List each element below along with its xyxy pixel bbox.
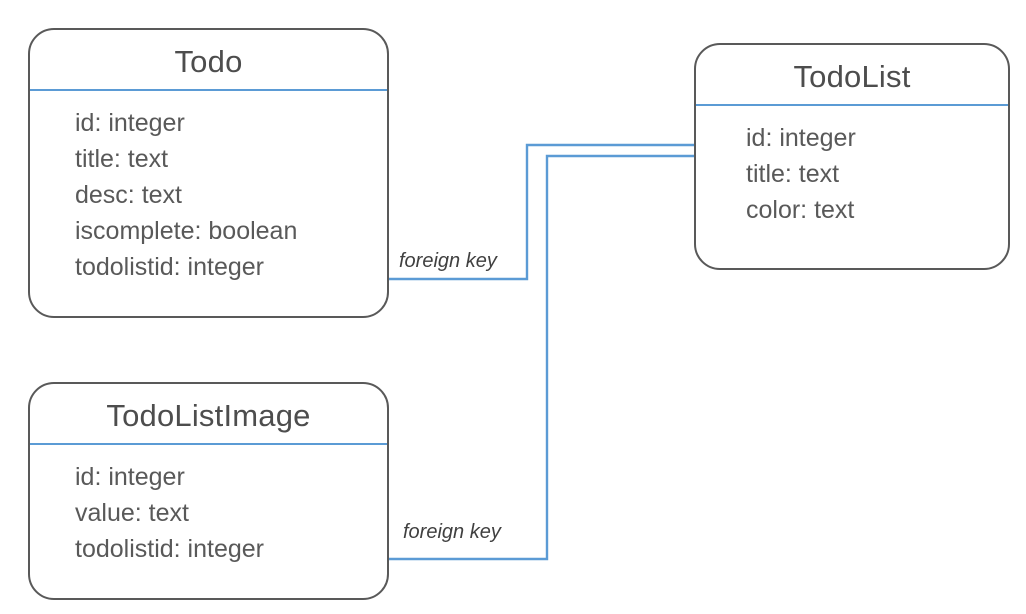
entity-divider-todolistimage bbox=[30, 443, 387, 445]
entity-box-todo[interactable]: Todo id: integer title: text desc: text … bbox=[28, 28, 389, 318]
entity-fields-todo: id: integer title: text desc: text iscom… bbox=[30, 91, 387, 285]
entity-title-todo: Todo bbox=[174, 44, 243, 79]
entity-field: title: text bbox=[746, 160, 840, 188]
entity-field: color: text bbox=[746, 196, 855, 224]
connector-todolistimage-to-todolist[interactable] bbox=[330, 152, 736, 561]
entity-fields-todolist: id: integer title: text color: text bbox=[696, 106, 1008, 228]
entity-box-todolistimage[interactable]: TodoListImage id: integer value: text to… bbox=[28, 382, 389, 600]
entity-box-todolist[interactable]: TodoList id: integer title: text color: … bbox=[694, 43, 1010, 270]
entity-field: title: text bbox=[75, 145, 169, 173]
entity-title-todolistimage: TodoListImage bbox=[106, 398, 311, 433]
entity-field: desc: text bbox=[75, 181, 182, 209]
entity-divider-todo bbox=[30, 89, 387, 91]
entity-fields-todolistimage: id: integer value: text todolistid: inte… bbox=[30, 445, 387, 567]
entity-title-todolist: TodoList bbox=[793, 59, 911, 94]
entity-field: id: integer bbox=[75, 109, 185, 137]
connector-label-foreign-key-todo: foreign key bbox=[396, 250, 500, 272]
entity-field: id: integer bbox=[746, 124, 856, 152]
entity-field: value: text bbox=[75, 499, 189, 527]
entity-field: todolistid: integer bbox=[75, 253, 265, 281]
entity-field: todolistid: integer bbox=[75, 535, 265, 563]
connector-label-foreign-key-todolistimage: foreign key bbox=[400, 521, 504, 543]
entity-field: id: integer bbox=[75, 463, 185, 491]
entity-divider-todolist bbox=[696, 104, 1008, 106]
entity-field: iscomplete: boolean bbox=[75, 217, 298, 245]
connector-todo-to-todolist[interactable] bbox=[343, 141, 717, 281]
